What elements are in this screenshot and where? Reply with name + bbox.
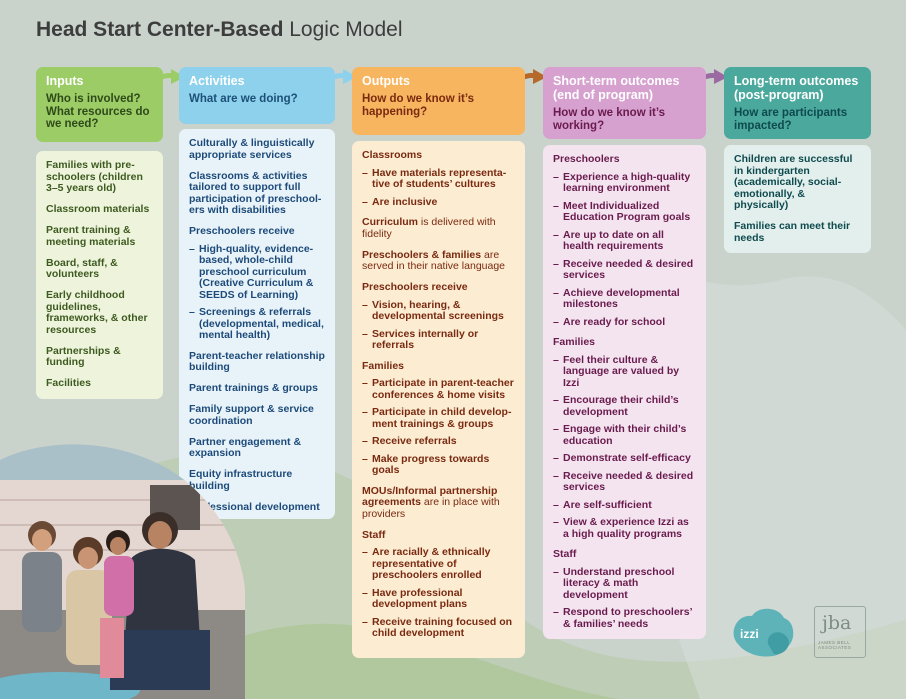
list-item: Have materials representa-tive of studen… bbox=[362, 167, 515, 191]
item-rest: are in place with providers bbox=[362, 496, 500, 520]
inputs-question: Who is involved? What resources do we ne… bbox=[46, 93, 150, 130]
bullet-list: Vision, hearing, & developmental screeni… bbox=[362, 299, 515, 352]
page-title: Head Start Center-Based Logic Model bbox=[36, 18, 402, 42]
list-item: Culturally & linguistically appropriate … bbox=[189, 137, 315, 161]
title-bold: Head Start Center-Based bbox=[36, 18, 284, 41]
list-item: Children are successful in kindergarten … bbox=[734, 153, 853, 211]
jba-logo bbox=[814, 606, 866, 658]
list-item: MOUs/Informal partnership agreements are… bbox=[362, 484, 515, 521]
title-light: Logic Model bbox=[289, 18, 403, 41]
list-item: Receive training focused on child develo… bbox=[362, 616, 515, 640]
classroom-photo bbox=[0, 444, 245, 699]
inputs-label: Inputs bbox=[46, 74, 84, 88]
list-item: Parent trainings & groups bbox=[189, 382, 318, 394]
list-item: Services internally or referrals bbox=[362, 328, 515, 352]
long-term-header: Long-term outcomes (post-program) How ar… bbox=[724, 67, 871, 139]
list-item: Are ready for school bbox=[553, 316, 696, 329]
inputs-header: Inputs Who is involved? What resources d… bbox=[36, 67, 163, 142]
section-heading: Families bbox=[553, 336, 596, 348]
list-item: Are inclusive bbox=[362, 196, 515, 209]
list-item: Vision, hearing, & developmental screeni… bbox=[362, 299, 515, 323]
activities-header: Activities What are we doing? bbox=[179, 67, 335, 124]
jba-logo-text: jba bbox=[822, 612, 852, 634]
list-item: Classroom materials bbox=[46, 203, 150, 215]
item-rest: are served in their native language bbox=[362, 248, 506, 272]
section-heading: Preschoolers receive bbox=[189, 225, 295, 237]
list-item: Are racially & ethnically representative… bbox=[362, 546, 515, 582]
list-item: Parent-teacher relationship building bbox=[189, 349, 325, 373]
list-item: Equity infrastructure building bbox=[189, 468, 293, 492]
activities-question: What are we doing? bbox=[189, 93, 298, 105]
bullet-list: Are racially & ethnically representative… bbox=[362, 546, 515, 640]
short-term-question: How do we know it’s working? bbox=[553, 107, 666, 132]
list-item: Feel their culture & language are valued… bbox=[553, 354, 696, 390]
list-item: High-quality, evidence-based, whole-chil… bbox=[189, 243, 325, 302]
list-item: Are self-sufficient bbox=[553, 499, 696, 512]
section-heading: Staff bbox=[553, 548, 577, 560]
list-item: Partnerships & funding bbox=[46, 344, 121, 368]
long-term-question: How are participants impacted? bbox=[734, 107, 848, 132]
long-term-label: Long-term outcomes (post-program) bbox=[734, 74, 859, 102]
item-bold: Curriculum bbox=[362, 216, 419, 228]
list-item: Board, staff, & volunteers bbox=[46, 256, 118, 280]
activities-label: Activities bbox=[189, 74, 245, 88]
izzi-logo-text: izzi bbox=[740, 627, 759, 641]
list-item: Have professional development plans bbox=[362, 587, 515, 611]
outputs-header: Outputs How do we know it’s happening? bbox=[352, 67, 525, 135]
list-item: Demonstrate self-efficacy bbox=[553, 452, 696, 465]
section-heading: Preschoolers receive bbox=[362, 281, 468, 293]
bullet-list: Feel their culture & language are valued… bbox=[553, 354, 696, 541]
list-item: Receive needed & desired services bbox=[553, 258, 696, 282]
outputs-list: Classrooms Have materials representa-tiv… bbox=[352, 141, 525, 658]
long-term-list: Children are successful in kindergarten … bbox=[724, 145, 871, 253]
list-item: Participate in child develop-ment traini… bbox=[362, 406, 515, 430]
list-item: View & experience Izzi as a high quality… bbox=[553, 516, 696, 540]
list-item: Encourage their child’s development bbox=[553, 394, 696, 418]
bullet-list: High-quality, evidence-based, whole-chil… bbox=[189, 243, 325, 342]
section-heading: Classrooms bbox=[362, 149, 423, 161]
list-item: Facilities bbox=[46, 377, 91, 389]
list-item: Meet Individualized Education Program go… bbox=[553, 200, 696, 224]
list-item: Achieve developmental milestones bbox=[553, 287, 696, 311]
list-item: Experience a high-quality learning envir… bbox=[553, 171, 696, 195]
list-item: Are up to date on all health requirement… bbox=[553, 229, 696, 253]
list-item: Families can meet their needs bbox=[734, 220, 851, 244]
section-heading: Families bbox=[362, 359, 405, 372]
list-item: Partner engagement & expansion bbox=[189, 435, 302, 459]
list-item: Families with pre-schoolers (children 3–… bbox=[46, 159, 143, 194]
bullet-list: Experience a high-quality learning envir… bbox=[553, 171, 696, 329]
bullet-list: Have materials representa-tive of studen… bbox=[362, 167, 515, 209]
izzi-logo bbox=[733, 608, 794, 657]
list-item: Curriculum is delivered with fidelity bbox=[362, 216, 515, 240]
short-term-list: Preschoolers Experience a high-quality l… bbox=[543, 145, 706, 639]
list-item: Receive needed & desired services bbox=[553, 470, 696, 494]
bullet-list: Participate in parent-teacher conference… bbox=[362, 377, 515, 477]
item-rest: is delivered with fidelity bbox=[362, 216, 496, 240]
list-item: Participate in parent-teacher conference… bbox=[362, 377, 515, 401]
inputs-list: Families with pre-schoolers (children 3–… bbox=[36, 151, 163, 399]
list-item: Family support & service coordination bbox=[189, 403, 314, 427]
list-item: Professional development bbox=[189, 500, 320, 513]
list-item: Receive referrals bbox=[362, 435, 515, 448]
list-item: Screenings & referrals (developmental, m… bbox=[189, 306, 325, 342]
bullet-list: Understand preschool literacy & math dev… bbox=[553, 566, 696, 631]
short-term-header: Short-term outcomes (end of program) How… bbox=[543, 67, 706, 139]
list-item: Classrooms & activities tailored to supp… bbox=[189, 169, 322, 216]
section-heading: Staff bbox=[362, 528, 386, 541]
section-heading: Preschoolers bbox=[553, 153, 620, 165]
outputs-label: Outputs bbox=[362, 74, 410, 88]
list-item: Make progress towards goals bbox=[362, 453, 515, 477]
item-bold: MOUs/Informal partnership agreements bbox=[362, 484, 498, 508]
list-item: Respond to preschoolers’ & families’ nee… bbox=[553, 606, 696, 630]
outputs-question: How do we know it’s happening? bbox=[362, 93, 475, 118]
activities-list: Culturally & linguistically appropriate … bbox=[179, 129, 335, 519]
item-bold: Preschoolers & families bbox=[362, 248, 482, 261]
jba-logo-subtext: JAMES BELL ASSOCIATES bbox=[818, 640, 852, 650]
short-term-label: Short-term outcomes (end of program) bbox=[553, 74, 680, 102]
list-item: Early childhood guidelines, frameworks, … bbox=[46, 289, 148, 336]
list-item: Parent training & meeting materials bbox=[46, 224, 136, 248]
list-item: Understand preschool literacy & math dev… bbox=[553, 566, 696, 602]
list-item: Engage with their child’s education bbox=[553, 423, 696, 447]
list-item: Preschoolers & families are served in th… bbox=[362, 248, 515, 273]
